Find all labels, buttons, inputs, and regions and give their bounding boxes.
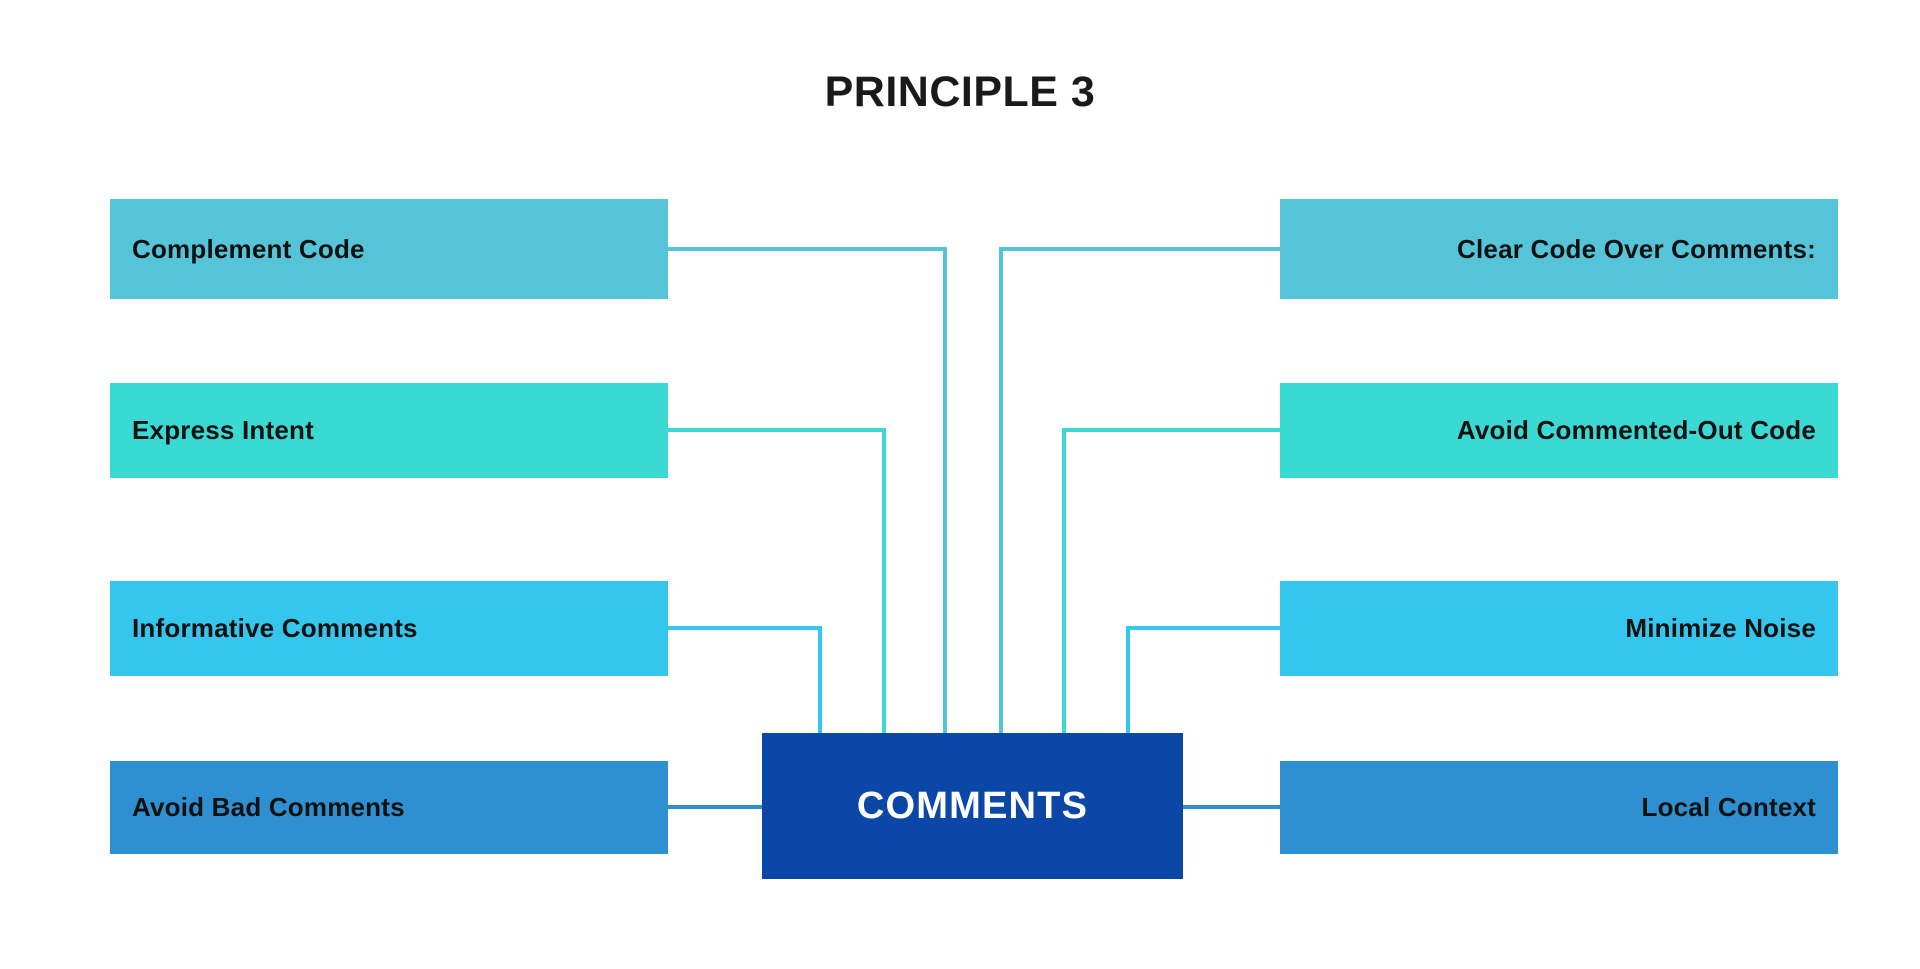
node-minimize-noise[interactable]: Minimize Noise [1280, 581, 1838, 676]
node-label: Informative Comments [132, 613, 418, 643]
node-express-intent[interactable]: Express Intent [110, 383, 668, 478]
center-node-label: COMMENTS [856, 784, 1089, 827]
node-avoid-bad-comments[interactable]: Avoid Bad Comments [110, 761, 668, 854]
node-label: Avoid Commented-Out Code [1456, 415, 1816, 445]
node-label: Minimize Noise [1625, 613, 1816, 643]
node-complement-code[interactable]: Complement Code [110, 199, 668, 299]
node-clear-code-over-comments[interactable]: Clear Code Over Comments: [1280, 199, 1838, 299]
connector-right-1 [999, 247, 1280, 733]
connector-left-1 [668, 247, 947, 733]
node-label: Local Context [1641, 792, 1816, 822]
connector-left-3 [668, 626, 822, 733]
connector-left-2 [668, 428, 886, 733]
center-node-comments[interactable]: COMMENTS [762, 733, 1183, 879]
node-informative-comments[interactable]: Informative Comments [110, 581, 668, 676]
connector-right-2 [1062, 428, 1280, 733]
node-label: Clear Code Over Comments: [1457, 233, 1816, 264]
node-label: Express Intent [132, 415, 314, 445]
connector-right-3 [1126, 626, 1280, 733]
node-label: Avoid Bad Comments [132, 792, 405, 822]
page-title: PRINCIPLE 3 [824, 68, 1096, 116]
node-avoid-commented-out-code[interactable]: Avoid Commented-Out Code [1280, 383, 1838, 478]
node-label: Complement Code [132, 233, 365, 264]
node-local-context[interactable]: Local Context [1280, 761, 1838, 854]
